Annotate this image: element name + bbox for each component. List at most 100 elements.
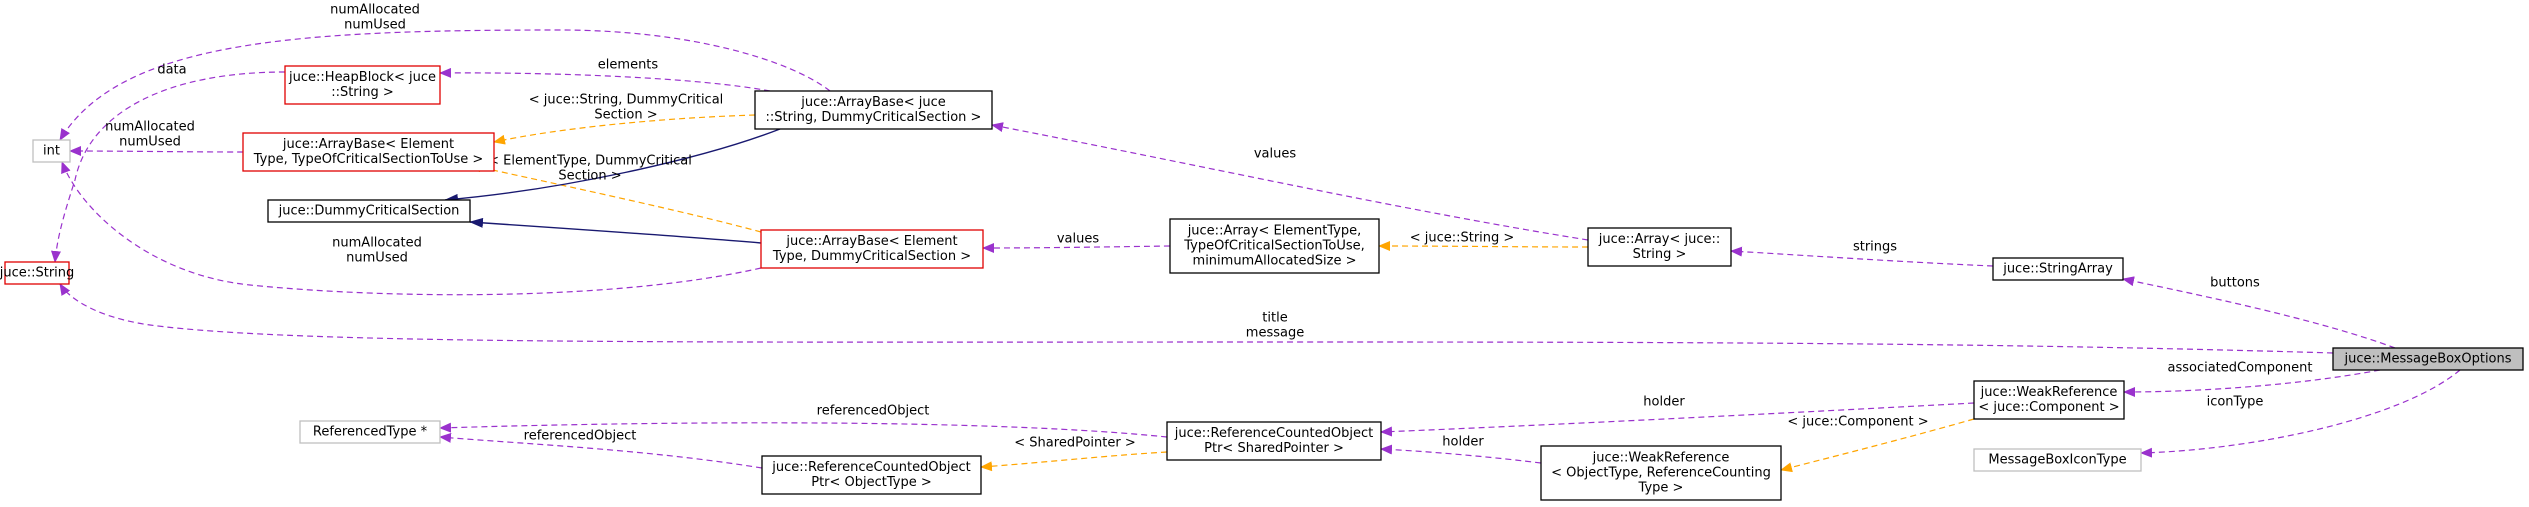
edge-label-elements: elements [598,58,659,73]
edge-tmpl-js [493,114,756,145]
node-label: ReferencedType * [313,425,428,440]
node-label: juce::WeakReference [1592,451,1730,466]
node-box [754,90,993,130]
edge-label-strings: strings [1853,240,1897,255]
edge-label-num-bottom: numUsed [346,251,408,266]
edge-label-icon: iconType [2207,395,2264,410]
edge-num-top [59,29,831,141]
node-label: int [43,144,60,159]
edge-num-mid [69,146,244,157]
edge-tmpl-comp [1780,418,1975,473]
edge-label-tmpl-comp: < juce::Component > [1787,415,1928,430]
node-label: juce::DummyCriticalSection [278,204,460,219]
node-label: ::String, DummyCriticalSection > [766,110,982,125]
node-mbit[interactable]: MessageBoxIconType [1973,448,2142,472]
node-box [1540,445,1782,501]
node-label: minimumAllocatedSize > [1193,254,1357,269]
node-dcs[interactable]: juce::DummyCriticalSection [267,199,471,223]
node-label: juce::ArrayBase< Element [282,137,454,152]
node-box [1169,218,1380,274]
edge-label-holder1: holder [1643,395,1685,410]
edge-refobj2 [439,432,763,469]
node-mbo[interactable]: juce::MessageBoxOptions [2332,347,2524,371]
edge-tmpl-edc [469,162,762,233]
edge-label-title-msg: message [1246,326,1304,341]
edge-values-top [991,122,1589,241]
edge-label-values-top: values [1254,147,1297,162]
edge-label-assoc: associatedComponent [2167,361,2312,376]
node-box [760,229,984,269]
edge-strings [1730,246,1994,267]
edge-elements [439,67,771,92]
node-abjs[interactable]: juce::ArrayBase< juce::String, DummyCrit… [754,90,993,130]
edge-label-title-msg: title [1262,311,1287,326]
edge-label-num-mid: numUsed [119,135,181,150]
node-label: juce::Array< juce:: [1598,232,1721,247]
node-label: < juce::Component > [1978,400,2119,415]
edge-num-bottom [61,161,762,296]
edge-label-tmpl-edc: < ElementType, DummyCritical [488,154,692,169]
node-weakref-tmpl[interactable]: juce::WeakReference< ObjectType, Referen… [1540,445,1782,501]
edge-inh-js [444,128,781,204]
edge-label-tmpl-edc: Section > [558,169,621,184]
edge-label-holder2: holder [1442,435,1484,450]
node-label: juce::WeakReference [1980,385,2118,400]
node-label: Ptr< ObjectType > [811,475,932,490]
node-label: juce::ReferenceCountedObject [771,460,970,475]
edge-label-num-top: numUsed [344,18,406,33]
node-abedc[interactable]: juce::ArrayBase< ElementType, DummyCriti… [760,229,984,269]
node-arr-str[interactable]: juce::Array< juce::String > [1587,227,1732,267]
node-arr-tmpl[interactable]: juce::Array< ElementType,TypeOfCriticalS… [1169,218,1380,274]
edge-label-values-mid: values [1057,232,1100,247]
node-label: Ptr< SharedPointer > [1204,441,1344,456]
node-label: juce::ReferenceCountedObject [1174,426,1373,441]
node-label: Type > [1638,481,1684,496]
edge-buttons [2122,276,2396,349]
node-label: Type, DummyCriticalSection > [772,249,971,264]
node-box [761,455,982,495]
node-box [1587,227,1732,267]
edge-title-msg [59,283,2334,354]
edge-label-num-bottom: numAllocated [332,236,422,251]
edge-label-num-top: numAllocated [330,3,420,18]
node-label: < ObjectType, ReferenceCounting [1551,466,1771,481]
node-label: TypeOfCriticalSectionToUse, [1183,239,1365,254]
node-label: juce::Array< ElementType, [1187,224,1362,239]
node-reftype[interactable]: ReferencedType * [299,420,441,444]
edge-holder1 [1380,402,1975,437]
edge-assoc [2123,369,2381,397]
edge-refobj1 [439,422,1168,438]
edge-label-tmpl-str: < juce::String > [1410,231,1515,246]
edge-tmpl-str [1378,241,1589,252]
edge-label-tmpl-sp: < SharedPointer > [1014,436,1135,451]
node-label: juce::MessageBoxOptions [2343,352,2511,367]
node-box [1992,257,2124,281]
edge-label-data: data [157,63,186,78]
node-strarr[interactable]: juce::StringArray [1992,257,2124,281]
node-box [242,132,495,172]
node-abetc[interactable]: juce::ArrayBase< ElementType, TypeOfCrit… [242,132,495,172]
node-label: String > [1633,247,1687,262]
node-box [2332,347,2524,371]
edge-data [51,71,286,263]
node-label: juce::StringArray [2002,262,2113,277]
node-int[interactable]: int [32,139,71,163]
edge-label-num-mid: numAllocated [105,120,195,135]
node-box [1973,448,2142,472]
node-heap[interactable]: juce::HeapBlock< juce::String > [284,65,441,105]
node-label: juce::ArrayBase< Element [785,234,957,249]
node-label: juce::ArrayBase< juce [800,95,945,110]
edge-label-refobj1: referencedObject [817,404,930,419]
node-box [1166,421,1382,461]
edge-label-refobj2: referencedObject [524,429,637,444]
edge-holder2 [1380,444,1542,464]
node-string[interactable]: juce::String [0,261,74,285]
edge-label-tmpl-js: Section > [594,108,657,123]
node-box [1973,380,2125,420]
node-label: Type, TypeOfCriticalSectionToUse > [253,152,484,167]
edge-inh-edc [469,217,762,244]
edge-tmpl-sp [980,451,1168,472]
node-weakref-comp[interactable]: juce::WeakReference< juce::Component > [1973,380,2125,420]
